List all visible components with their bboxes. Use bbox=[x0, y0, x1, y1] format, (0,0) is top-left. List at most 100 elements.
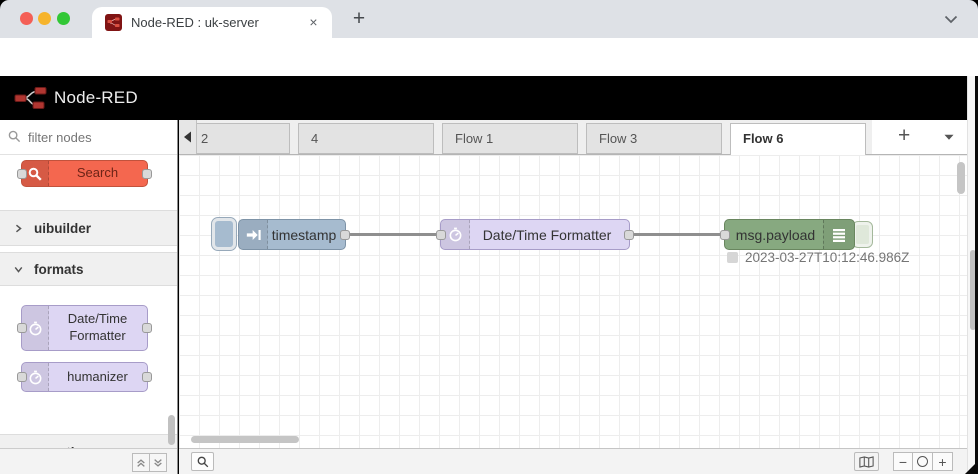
search-icon bbox=[28, 167, 42, 181]
tab-title: Node-RED : uk-server bbox=[131, 15, 259, 30]
node-label: Date/Time Formatter bbox=[482, 226, 612, 243]
search-icon bbox=[197, 456, 208, 467]
inject-node-icon-section bbox=[239, 220, 268, 249]
node-red-favicon bbox=[105, 14, 122, 31]
timer-icon bbox=[29, 321, 41, 335]
palette-node-label: Search bbox=[76, 165, 119, 181]
timer-icon bbox=[29, 370, 41, 384]
node-output-port[interactable] bbox=[340, 229, 350, 240]
workspace: 2 4 Flow 1 Flow 3 Flow 6 + timestamp bbox=[179, 120, 967, 474]
wire[interactable] bbox=[349, 233, 443, 236]
node-red-logo bbox=[14, 87, 47, 109]
palette-footer bbox=[0, 448, 177, 474]
page-scrollbar[interactable] bbox=[967, 76, 978, 474]
palette-sidebar: Search uibuilder formats Date/Time Forma… bbox=[0, 120, 178, 474]
palette-scrollbar[interactable] bbox=[168, 415, 175, 445]
category-label: smarthome bbox=[34, 445, 107, 449]
category-label: formats bbox=[34, 261, 84, 277]
window-zoom-button[interactable] bbox=[57, 12, 70, 25]
wire[interactable] bbox=[633, 233, 727, 236]
node-status-dot bbox=[727, 252, 738, 263]
new-tab-button[interactable]: + bbox=[352, 7, 366, 30]
palette-gap bbox=[0, 246, 177, 252]
node-inject-timestamp[interactable]: timestamp bbox=[238, 219, 350, 250]
canvas-footer: − + bbox=[179, 448, 967, 474]
debug-toggle-button[interactable] bbox=[852, 221, 873, 248]
palette-node-date-time-formatter[interactable]: Date/Time Formatter bbox=[17, 305, 152, 351]
palette-node-search[interactable]: Search bbox=[17, 160, 152, 187]
tab-scroll-left-button[interactable] bbox=[179, 120, 197, 154]
tab-search-chevron-icon[interactable] bbox=[944, 11, 962, 27]
node-input-port[interactable] bbox=[17, 323, 27, 333]
palette-node-label: Date/Time Formatter bbox=[67, 311, 128, 343]
debug-list-icon bbox=[833, 228, 845, 242]
inject-arrow-icon bbox=[246, 229, 261, 240]
browser-tab-strip: Node-RED : uk-server × + bbox=[0, 0, 978, 38]
canvas-vertical-scrollbar[interactable] bbox=[957, 162, 965, 194]
node-date-time-formatter[interactable]: Date/Time Formatter bbox=[436, 219, 634, 250]
window-corner bbox=[965, 461, 978, 474]
canvas-search-button[interactable] bbox=[191, 452, 214, 471]
double-chevron-up-icon bbox=[137, 458, 145, 467]
flow-canvas[interactable]: timestamp Date/Time Formatter msg.payloa… bbox=[179, 155, 967, 448]
filter-search-icon bbox=[8, 130, 21, 143]
node-input-port[interactable] bbox=[720, 229, 730, 240]
node-label: timestamp bbox=[271, 226, 337, 243]
inject-trigger-button[interactable] bbox=[211, 217, 237, 251]
window-minimize-button[interactable] bbox=[38, 12, 51, 25]
node-red-header: Node-RED Deploy bbox=[0, 76, 978, 190]
node-output-port[interactable] bbox=[142, 372, 152, 382]
expand-all-categories-button[interactable] bbox=[150, 453, 167, 472]
debug-node-icon-section bbox=[823, 220, 854, 249]
zoom-controls: − + bbox=[893, 452, 953, 471]
zoom-reset-button[interactable] bbox=[913, 452, 933, 471]
chevron-right-icon bbox=[15, 224, 22, 232]
canvas-horizontal-scrollbar[interactable] bbox=[191, 436, 299, 443]
node-debug-msg-payload[interactable]: msg.payload bbox=[720, 219, 855, 250]
flow-tab[interactable]: 4 bbox=[298, 123, 434, 154]
palette-category-uibuilder[interactable]: uibuilder bbox=[0, 210, 177, 246]
node-input-port[interactable] bbox=[436, 229, 446, 240]
palette-category-formats[interactable]: formats bbox=[0, 252, 177, 286]
flow-tab[interactable]: Flow 3 bbox=[586, 123, 722, 154]
node-output-port[interactable] bbox=[142, 323, 152, 333]
zoom-reset-icon bbox=[917, 456, 928, 467]
flow-list-chevron-icon[interactable] bbox=[944, 134, 954, 141]
flow-tab[interactable]: 2 bbox=[197, 123, 290, 154]
flow-tab-active[interactable]: Flow 6 bbox=[730, 123, 866, 155]
browser-tab[interactable]: Node-RED : uk-server × bbox=[92, 7, 332, 38]
add-flow-button[interactable]: + bbox=[898, 124, 911, 147]
page-scrollbar-thumb[interactable] bbox=[970, 250, 976, 330]
flow-tab[interactable]: Flow 1 bbox=[442, 123, 578, 154]
zoom-in-button[interactable]: + bbox=[933, 452, 953, 471]
palette-node-humanizer[interactable]: humanizer bbox=[17, 362, 152, 392]
category-label: uibuilder bbox=[34, 220, 91, 236]
filter-nodes-input[interactable] bbox=[26, 129, 160, 146]
timer-icon bbox=[449, 227, 461, 242]
palette-node-list: Search uibuilder formats Date/Time Forma… bbox=[0, 155, 177, 448]
flow-tabs: 2 4 Flow 1 Flow 3 Flow 6 bbox=[197, 120, 872, 155]
browser-toolbar: ← → ↻ Not Secure uk-server :2718/#flow/c… bbox=[0, 38, 978, 111]
node-output-port[interactable] bbox=[624, 229, 634, 240]
tab-close-icon[interactable]: × bbox=[309, 14, 318, 30]
palette-node-label: humanizer bbox=[67, 368, 128, 384]
brand-title: Node-RED bbox=[54, 88, 138, 107]
tab-add-section: + bbox=[872, 120, 967, 154]
node-label: msg.payload bbox=[735, 226, 816, 243]
palette-filter-row bbox=[0, 120, 177, 155]
scroll-left-arrow-icon bbox=[184, 131, 191, 143]
window-close-button[interactable] bbox=[20, 12, 33, 25]
node-status-text: 2023-03-27T10:12:46.986Z bbox=[745, 250, 910, 265]
double-chevron-down-icon bbox=[154, 458, 162, 467]
palette-category-smarthome[interactable]: smarthome bbox=[0, 434, 177, 448]
window-edge bbox=[975, 76, 978, 474]
node-input-port[interactable] bbox=[17, 168, 27, 179]
node-input-port[interactable] bbox=[17, 372, 27, 382]
chevron-down-icon bbox=[14, 266, 23, 273]
collapse-all-categories-button[interactable] bbox=[132, 453, 150, 472]
minimap-toggle-button[interactable] bbox=[854, 452, 879, 471]
zoom-out-button[interactable]: − bbox=[893, 452, 913, 471]
node-output-port[interactable] bbox=[142, 168, 152, 179]
flow-tab-bar: 2 4 Flow 1 Flow 3 Flow 6 + bbox=[179, 120, 967, 155]
minimap-icon bbox=[859, 455, 874, 468]
